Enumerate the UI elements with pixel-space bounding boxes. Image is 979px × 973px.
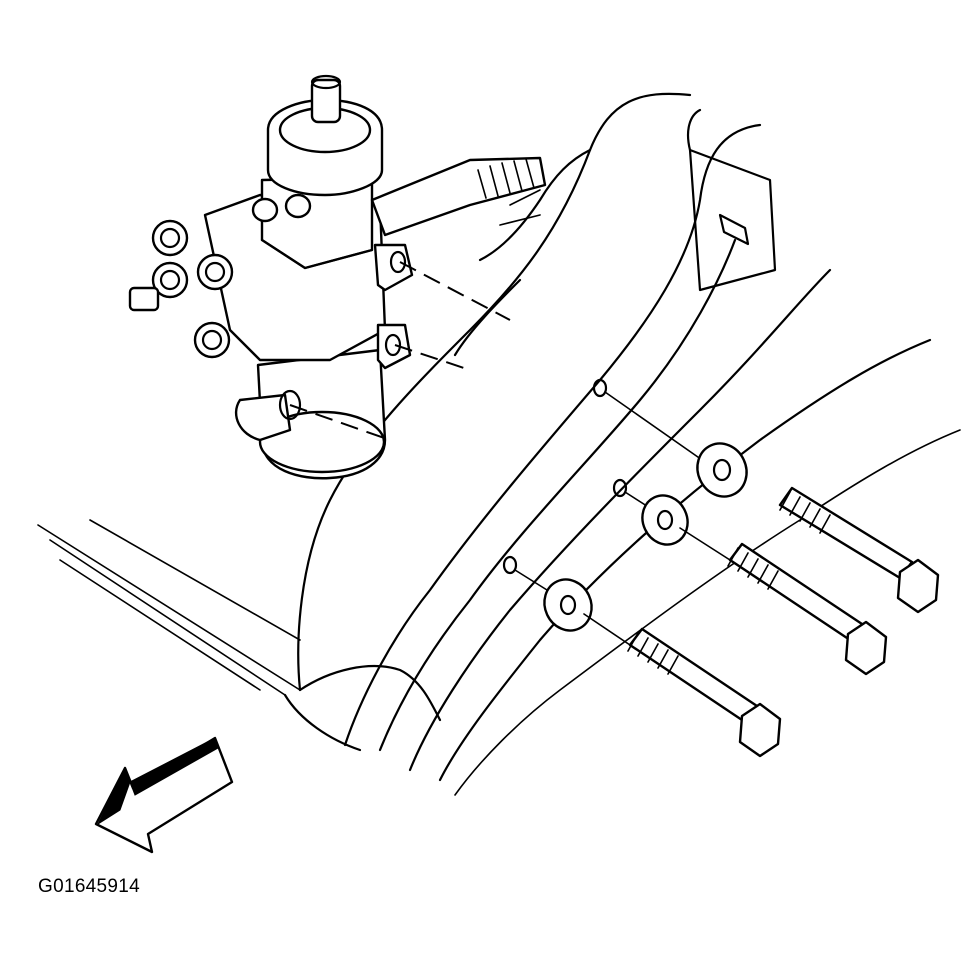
front-direction-arrow-icon xyxy=(94,736,234,854)
washer-upper xyxy=(696,442,748,498)
figure-code: G01645914 xyxy=(38,876,141,897)
bolt-upper xyxy=(778,486,914,580)
steering-gear xyxy=(128,74,547,480)
alignment-lines xyxy=(289,261,511,441)
crossmember xyxy=(37,519,301,696)
bolt-middle xyxy=(728,542,864,642)
washer-middle xyxy=(641,494,689,546)
gear-bolts xyxy=(128,219,234,359)
washer-lower xyxy=(543,578,593,632)
bolt-lower xyxy=(628,627,759,724)
fastener-set xyxy=(514,391,940,758)
